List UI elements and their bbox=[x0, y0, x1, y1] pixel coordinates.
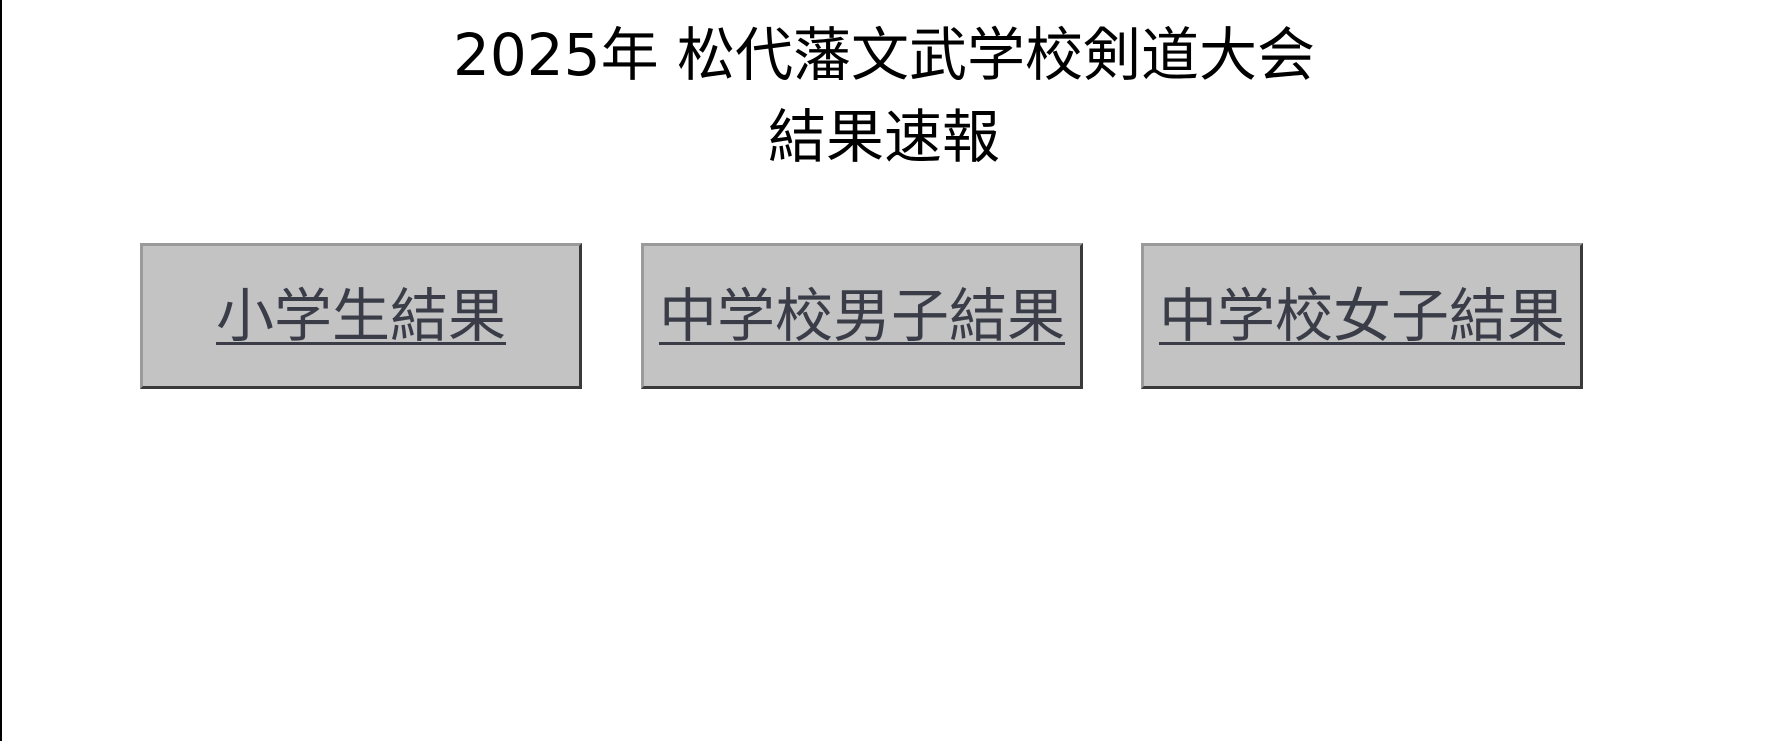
page-title-line2: 結果速報 bbox=[767, 103, 1000, 171]
page-title: 2025年 松代藩文武学校剣道大会 結果速報 bbox=[2, 14, 1766, 178]
elementary-results-link[interactable]: 小学生結果 bbox=[215, 282, 506, 350]
junior-high-girls-results-link[interactable]: 中学校女子結果 bbox=[1158, 282, 1565, 350]
junior-high-boys-results-button[interactable]: 中学校男子結果 bbox=[641, 243, 1083, 389]
page-title-line1: 2025年 松代藩文武学校剣道大会 bbox=[452, 21, 1316, 89]
junior-high-boys-results-link[interactable]: 中学校男子結果 bbox=[658, 282, 1065, 350]
elementary-results-button[interactable]: 小学生結果 bbox=[140, 243, 582, 389]
page-left-border bbox=[0, 0, 2, 741]
junior-high-girls-results-button[interactable]: 中学校女子結果 bbox=[1141, 243, 1583, 389]
